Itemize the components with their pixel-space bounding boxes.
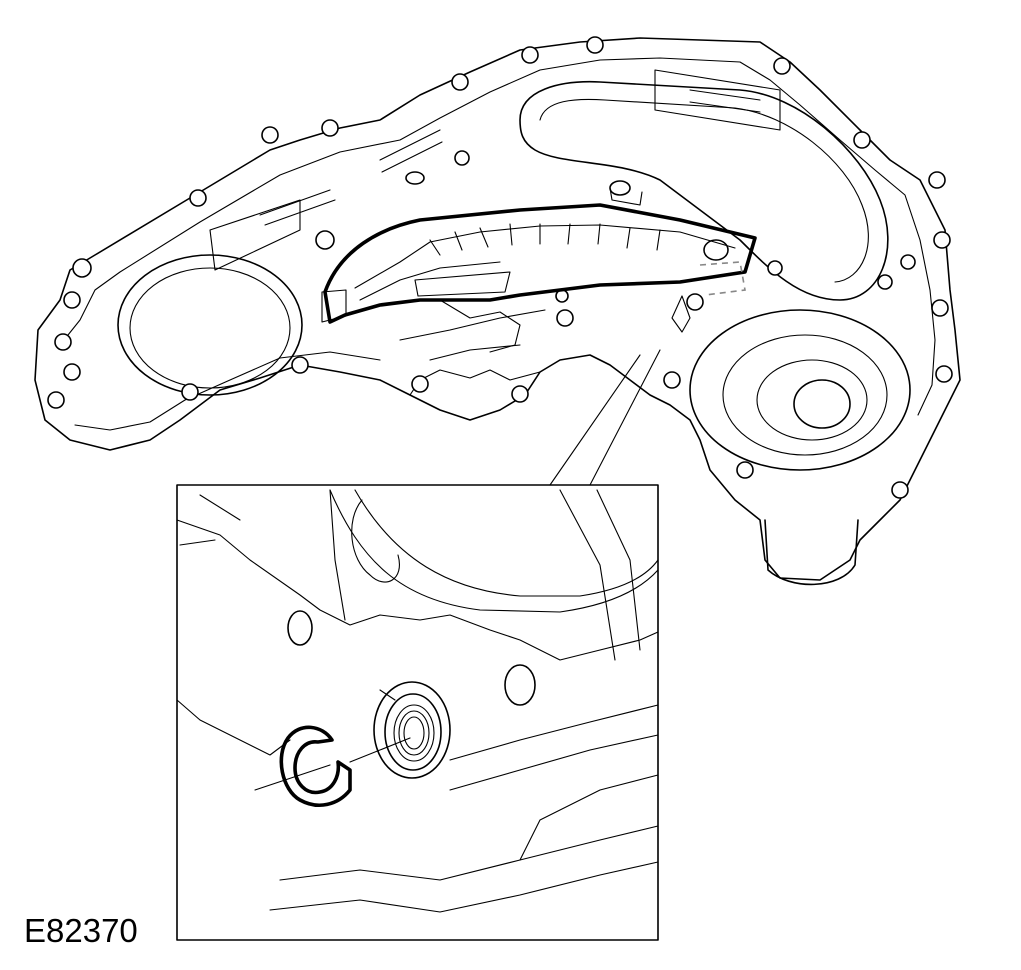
transfer-case-housing xyxy=(34,36,961,586)
chain-guide-highlight xyxy=(321,203,757,324)
detail-inset-view xyxy=(176,484,659,941)
detail-callout-leaders xyxy=(549,295,691,486)
figure-id-label: E82370 xyxy=(24,912,138,949)
